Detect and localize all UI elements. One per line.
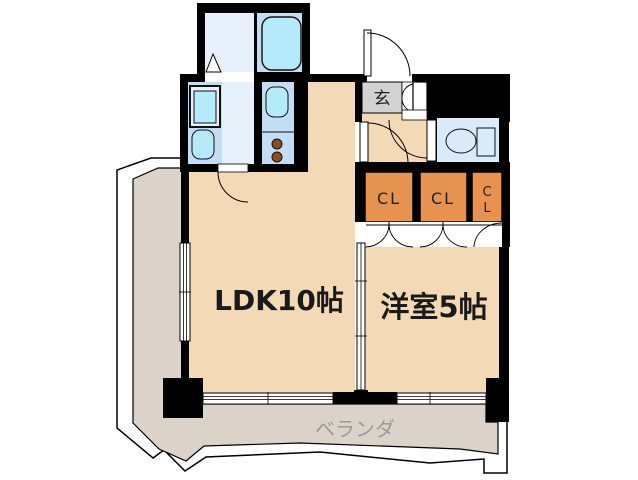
toilet-room-floor (437, 118, 499, 162)
toilet-door (426, 119, 437, 162)
stove-burner-1 (271, 138, 283, 150)
balcony-label: ベランダ (315, 417, 395, 441)
wall-bottom-center (333, 392, 397, 404)
washroom-door (217, 163, 249, 173)
hall-door (359, 121, 369, 163)
stove-burner-2 (271, 151, 283, 163)
toilet-door-open (401, 109, 428, 121)
closet-2-door-swing (419, 224, 468, 248)
closet-1 (364, 171, 414, 223)
column-left (163, 378, 203, 418)
closet-2 (419, 171, 468, 223)
closet-door-strip (365, 222, 502, 247)
wall-right (499, 74, 509, 422)
washroom-door-swing (217, 171, 249, 203)
partition-top-gap (355, 222, 366, 247)
hall-floor (362, 113, 427, 162)
entry-door-swing (366, 32, 411, 77)
ldk-floor (189, 172, 355, 393)
wall-toilet-top (427, 108, 510, 120)
bedroom-label: 洋室5帖 (380, 290, 487, 324)
entry-opening (367, 74, 412, 82)
bath-door-mark (205, 52, 222, 73)
balcony-outer-railing (116, 157, 508, 474)
closet-3-label-line2: L (483, 201, 491, 216)
closet-1-label: CL (377, 189, 401, 208)
hall-door-swing (367, 122, 409, 164)
closet-2-label: CL (431, 189, 455, 208)
bathtub (261, 16, 302, 71)
wall-top (308, 74, 355, 82)
closet-1-door-swing (364, 224, 414, 248)
closet-3-label-line1: C (482, 185, 491, 200)
wash-basin (191, 129, 215, 160)
toilet-bowl (445, 128, 477, 154)
closet-3 (471, 171, 503, 223)
closet-3-door-swing (473, 222, 503, 248)
toilet-tank (476, 127, 496, 157)
ldk-label: LDK10帖 (214, 284, 344, 317)
entrance-label: 玄 (374, 89, 391, 109)
window-bedroom (396, 392, 487, 405)
bathroom-opening (205, 72, 254, 82)
shoe-cabinet (412, 81, 428, 115)
ldk-floor-upper (308, 82, 355, 172)
entry-door (363, 29, 372, 77)
column-right (486, 378, 509, 422)
washroom-floor (222, 82, 254, 164)
kitchen-sink (265, 86, 289, 118)
bedroom-floor (365, 247, 499, 393)
washing-machine-drum (193, 90, 217, 124)
toilet-door-swing (388, 119, 428, 159)
entrance-floor (361, 81, 403, 114)
